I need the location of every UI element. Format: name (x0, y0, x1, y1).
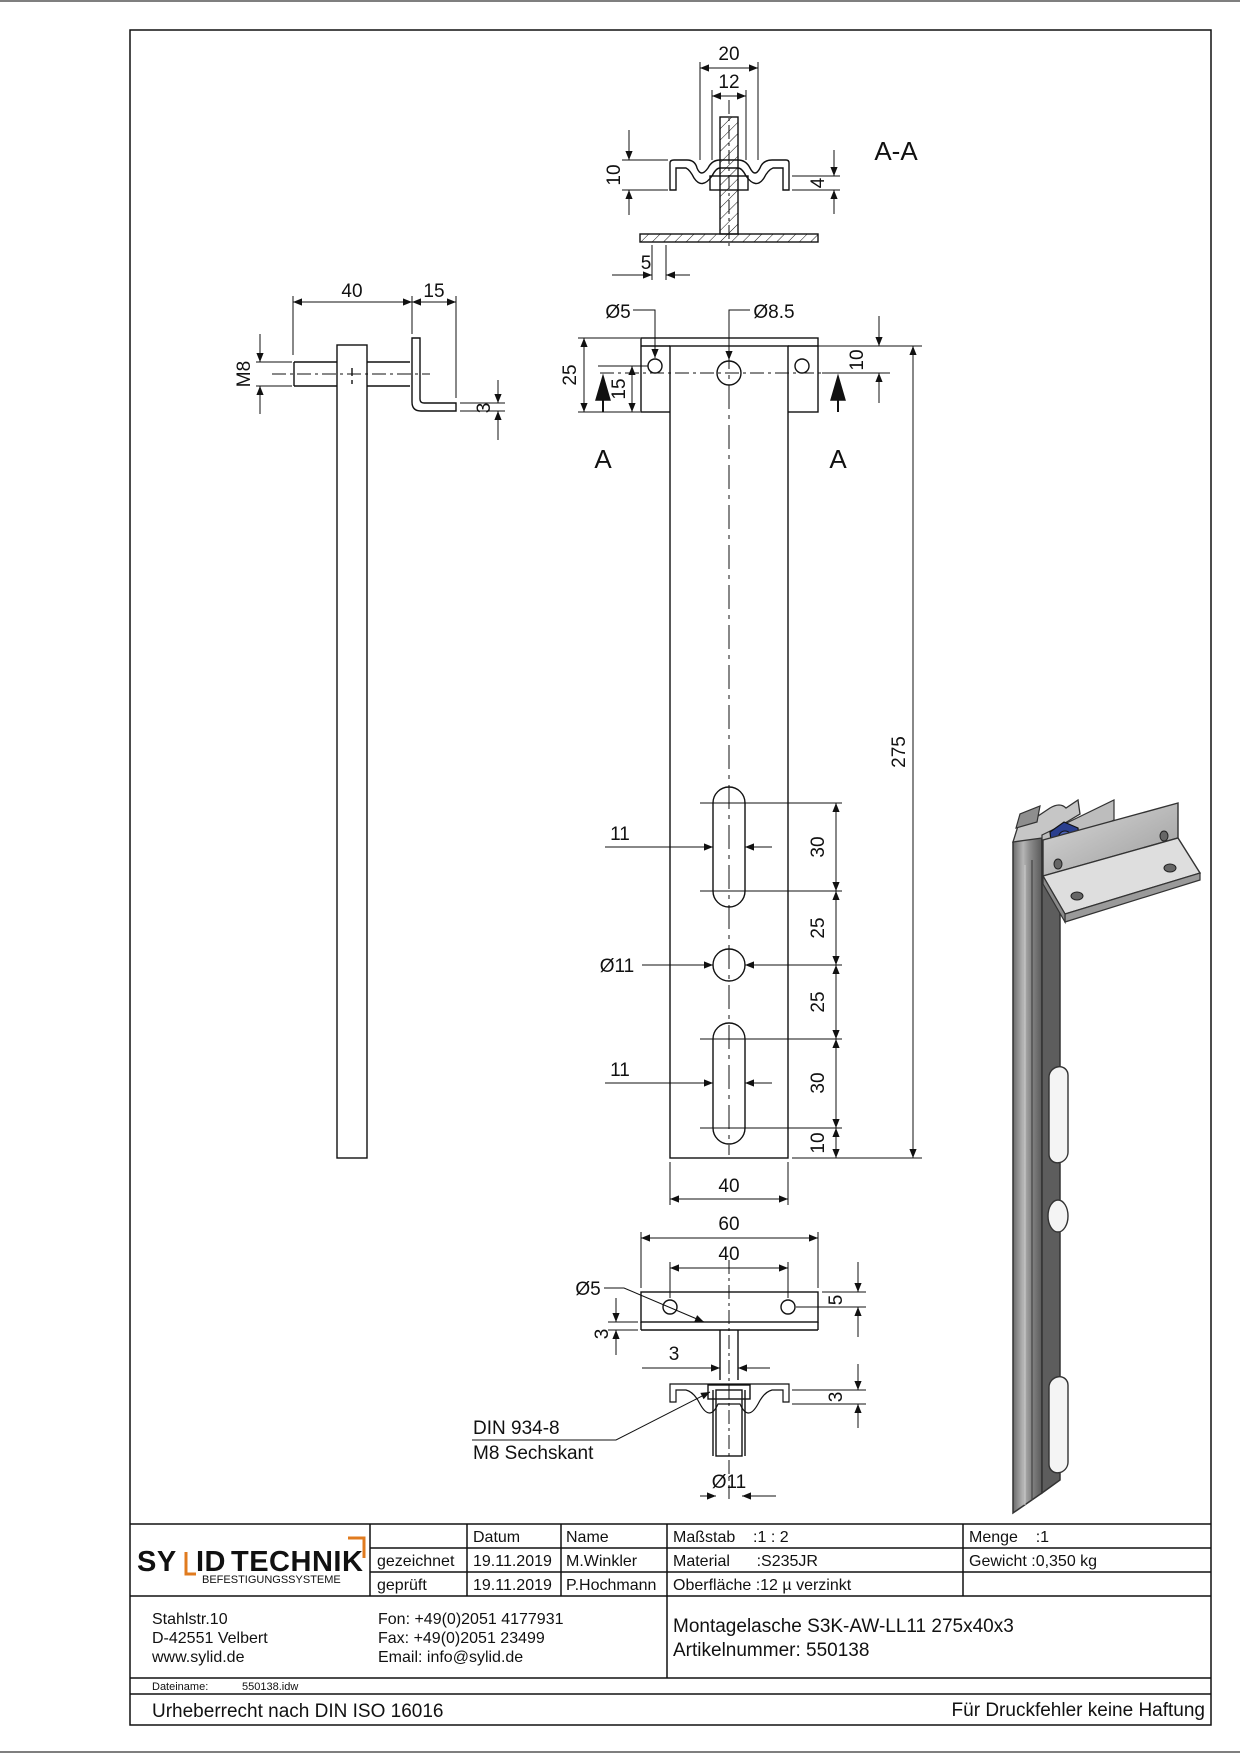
bottom-dim-40: 40 (718, 1244, 739, 1265)
front-section-a-right: A (829, 444, 847, 474)
side-dim-40: 40 (341, 281, 362, 302)
section-view (612, 62, 840, 280)
front-dim-width: 40 (718, 1176, 739, 1197)
tb-date-2: 19.11.2019 (473, 1577, 552, 1594)
nut-label-1: DIN 934-8 (473, 1418, 560, 1439)
section-dim-12: 12 (718, 72, 739, 93)
tb-date-1: 19.11.2019 (473, 1553, 552, 1570)
company-logo: SY ID TECHNIK BEFESTIGUNGSSYSTEME (137, 1536, 366, 1586)
tb-email: Email: info@sylid.de (378, 1649, 523, 1666)
front-dim-gap-2: 25 (808, 991, 829, 1012)
bottom-view (472, 1232, 866, 1500)
logo-text-id: ID (196, 1546, 226, 1578)
front-hole-small-right (794, 358, 810, 374)
tb-name-2: P.Hochmann (566, 1577, 656, 1594)
bottom-dim-11: Ø11 (712, 1472, 747, 1493)
tb-col-datum: Datum (473, 1529, 520, 1546)
side-dim-15: 15 (423, 281, 444, 302)
front-dim-slot-bot-width: 11 (610, 1060, 630, 1081)
front-dim-25: 25 (560, 364, 581, 385)
tb-name-1: M.Winkler (566, 1553, 638, 1570)
tb-copyright: Urheberrecht nach DIN ISO 16016 (152, 1701, 444, 1722)
front-view (578, 309, 922, 1205)
side-view-strip (336, 344, 368, 1159)
tb-massstab: Maßstab :1 : 2 (673, 1529, 789, 1546)
bottom-dim-5: 5 (826, 1295, 847, 1306)
tb-fon: Fon: +49(0)2051 4177931 (378, 1611, 564, 1628)
front-hole-small-left (647, 358, 663, 374)
section-dim-20: 20 (718, 44, 739, 65)
front-dim-10-top: 10 (847, 349, 868, 370)
front-dim-10-bottom: 10 (808, 1132, 829, 1153)
bottom-dim-3-right: 3 (826, 1392, 847, 1403)
drawing-frame (129, 29, 1212, 1726)
front-dim-hole-small: Ø5 (605, 302, 630, 323)
tb-row-gezeichnet: gezeichnet (377, 1553, 455, 1570)
nut-label-2: M8 Sechskant (473, 1443, 594, 1464)
tb-material: Material :S235JR (673, 1553, 818, 1570)
logo-accent-right (348, 1536, 366, 1558)
front-dim-hole-mid: Ø11 (600, 956, 635, 977)
tb-gewicht: Gewicht :0,350 kg (969, 1553, 1097, 1570)
tb-col-name: Name (566, 1529, 609, 1546)
logo-accent-left (184, 1552, 196, 1576)
tb-part-title: Montagelasche S3K-AW-LL11 275x40x3 (673, 1616, 1014, 1637)
tb-address-3: www.sylid.de (151, 1649, 245, 1666)
tb-dateiname-label: Dateiname: (152, 1681, 208, 1693)
front-section-a-left: A (594, 444, 612, 474)
tb-fax: Fax: +49(0)2051 23499 (378, 1630, 545, 1647)
bottom-dim-60: 60 (718, 1214, 739, 1235)
side-dim-3: 3 (474, 403, 495, 414)
side-view (256, 296, 505, 1159)
tb-menge: Menge :1 (969, 1529, 1049, 1546)
tb-address-1: Stahlstr.10 (152, 1611, 228, 1628)
section-label: A-A (874, 136, 918, 166)
section-dim-10: 10 (604, 164, 625, 185)
front-dim-15: 15 (609, 378, 630, 399)
tb-disclaimer: Für Druckfehler keine Haftung (952, 1700, 1205, 1721)
isometric-3d-view (1012, 798, 1202, 1515)
title-block (130, 1523, 1211, 1695)
front-dim-gap-1: 25 (808, 917, 829, 938)
front-dim-slot-bot-len: 30 (808, 1072, 829, 1093)
bottom-dim-hole: Ø5 (575, 1279, 600, 1300)
logo-text-sy: SY (137, 1546, 177, 1578)
bottom-dim-3-left: 3 (592, 1329, 613, 1340)
side-dim-m8: M8 (234, 361, 255, 387)
tb-part-number: Artikelnummer: 550138 (673, 1640, 869, 1661)
section-dim-4: 4 (808, 177, 829, 188)
tb-oberflaeche: Oberfläche :12 µ verzinkt (673, 1577, 852, 1594)
tb-dateiname: 550138.idw (242, 1681, 298, 1693)
front-dim-275: 275 (889, 736, 910, 768)
bottom-dim-3-top: 3 (669, 1344, 680, 1365)
section-dim-5: 5 (641, 253, 652, 274)
front-dim-hole-center: Ø8.5 (753, 302, 794, 323)
logo-subtitle: BEFESTIGUNGSSYSTEME (202, 1574, 341, 1586)
front-dim-slot-top-width: 11 (610, 824, 630, 845)
front-dim-slot-top-len: 30 (808, 836, 829, 857)
tb-address-2: D-42551 Velbert (152, 1630, 268, 1647)
tb-row-geprueft: geprüft (377, 1577, 427, 1594)
logo-text-technik: TECHNIK (231, 1546, 363, 1578)
